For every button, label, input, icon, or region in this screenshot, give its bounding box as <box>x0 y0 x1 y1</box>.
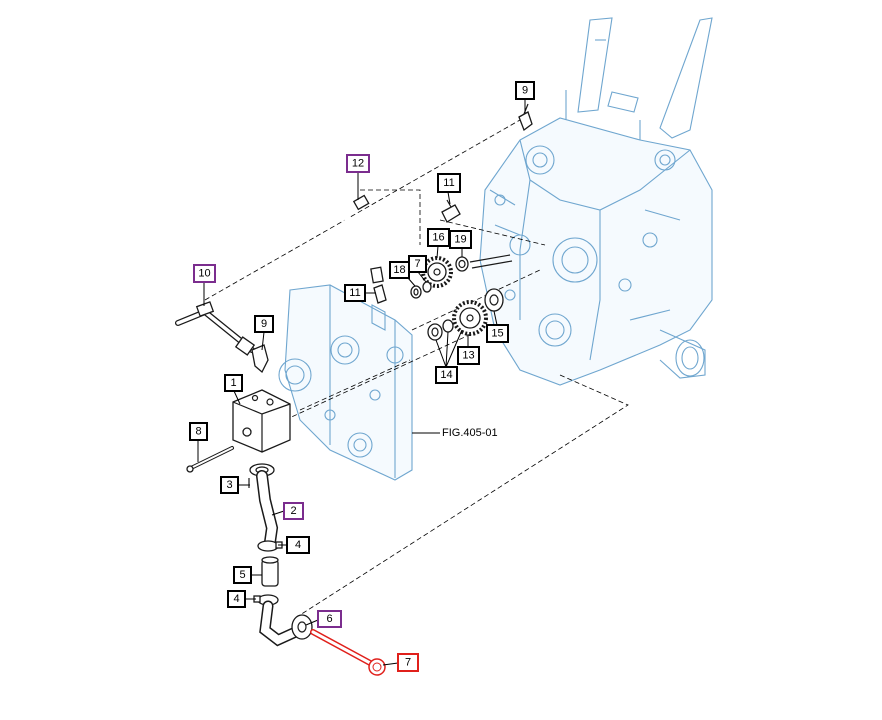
callout-label: 8 <box>195 426 201 438</box>
callout-label: 9 <box>261 318 267 330</box>
callout-4-lower[interactable]: 4 <box>227 590 246 608</box>
bearing-14 <box>427 319 454 341</box>
callout-label: 7 <box>414 258 420 270</box>
callout-9-lower[interactable]: 9 <box>254 315 274 333</box>
callout-11-top[interactable]: 11 <box>437 173 461 193</box>
figure-reference-label: FIG.405-01 <box>442 427 498 439</box>
leader-lines <box>197 99 526 666</box>
callout-label: 18 <box>393 264 405 276</box>
callout-16[interactable]: 16 <box>427 228 450 247</box>
bearing-19 <box>455 256 469 272</box>
callout-label: 7 <box>405 657 411 669</box>
callout-13[interactable]: 13 <box>457 346 480 365</box>
callout-label: 4 <box>295 539 301 551</box>
pump-body <box>232 389 291 453</box>
callout-label: 9 <box>522 85 528 97</box>
callout-3[interactable]: 3 <box>220 476 239 494</box>
suction-pipe <box>248 463 279 548</box>
callout-label: 5 <box>239 569 245 581</box>
callout-1[interactable]: 1 <box>224 374 243 392</box>
callout-label: 16 <box>432 232 444 244</box>
hose <box>261 556 279 587</box>
transmission-housing <box>479 17 713 386</box>
shaft <box>469 254 513 269</box>
callout-label: 15 <box>491 328 503 340</box>
gear-lower <box>452 300 488 336</box>
oil-pipe-lower <box>175 301 256 356</box>
bearing-15 <box>484 288 504 312</box>
gear-large <box>421 256 453 288</box>
callout-label: 4 <box>233 593 239 605</box>
callout-label: 10 <box>198 268 210 280</box>
callout-19[interactable]: 19 <box>449 230 472 249</box>
callout-11-lower[interactable]: 11 <box>344 284 366 302</box>
elbow-pipe <box>259 600 313 647</box>
callout-15[interactable]: 15 <box>486 324 509 343</box>
hose-clamp-upper <box>257 540 283 552</box>
reference-dashed-lines <box>204 119 629 616</box>
callout-6[interactable]: 6 <box>317 610 342 628</box>
callout-18[interactable]: 18 <box>389 261 410 279</box>
adapter-lower <box>373 284 387 304</box>
callout-label: 1 <box>230 377 236 389</box>
callout-7-banjo-bolt[interactable]: 7 <box>397 653 419 672</box>
bolt <box>186 446 234 473</box>
callout-4-upper[interactable]: 4 <box>286 536 310 554</box>
callout-label: 14 <box>440 369 452 381</box>
callout-label: 19 <box>454 234 466 246</box>
front-cover-plate <box>278 284 413 481</box>
callout-label: 11 <box>349 287 360 299</box>
callout-label: 2 <box>290 505 296 517</box>
callout-5[interactable]: 5 <box>233 566 252 584</box>
callout-8[interactable]: 8 <box>189 422 208 441</box>
callout-9-top[interactable]: 9 <box>515 81 535 100</box>
callout-14[interactable]: 14 <box>435 366 458 384</box>
callout-2[interactable]: 2 <box>283 502 304 520</box>
callout-label: 11 <box>443 177 454 189</box>
callout-label: 6 <box>326 613 332 625</box>
adapter-top <box>441 199 461 223</box>
callout-12[interactable]: 12 <box>346 154 370 173</box>
callout-label: 12 <box>352 158 364 170</box>
banjo-bolt <box>310 629 386 676</box>
bearing-18 <box>410 281 432 299</box>
oil-pipe-upper <box>342 194 384 284</box>
callout-10[interactable]: 10 <box>193 264 216 283</box>
callout-7-gear[interactable]: 7 <box>408 255 427 273</box>
elbow-fitting-lower <box>251 344 269 374</box>
callout-label: 13 <box>462 350 474 362</box>
callout-label: 3 <box>226 479 232 491</box>
